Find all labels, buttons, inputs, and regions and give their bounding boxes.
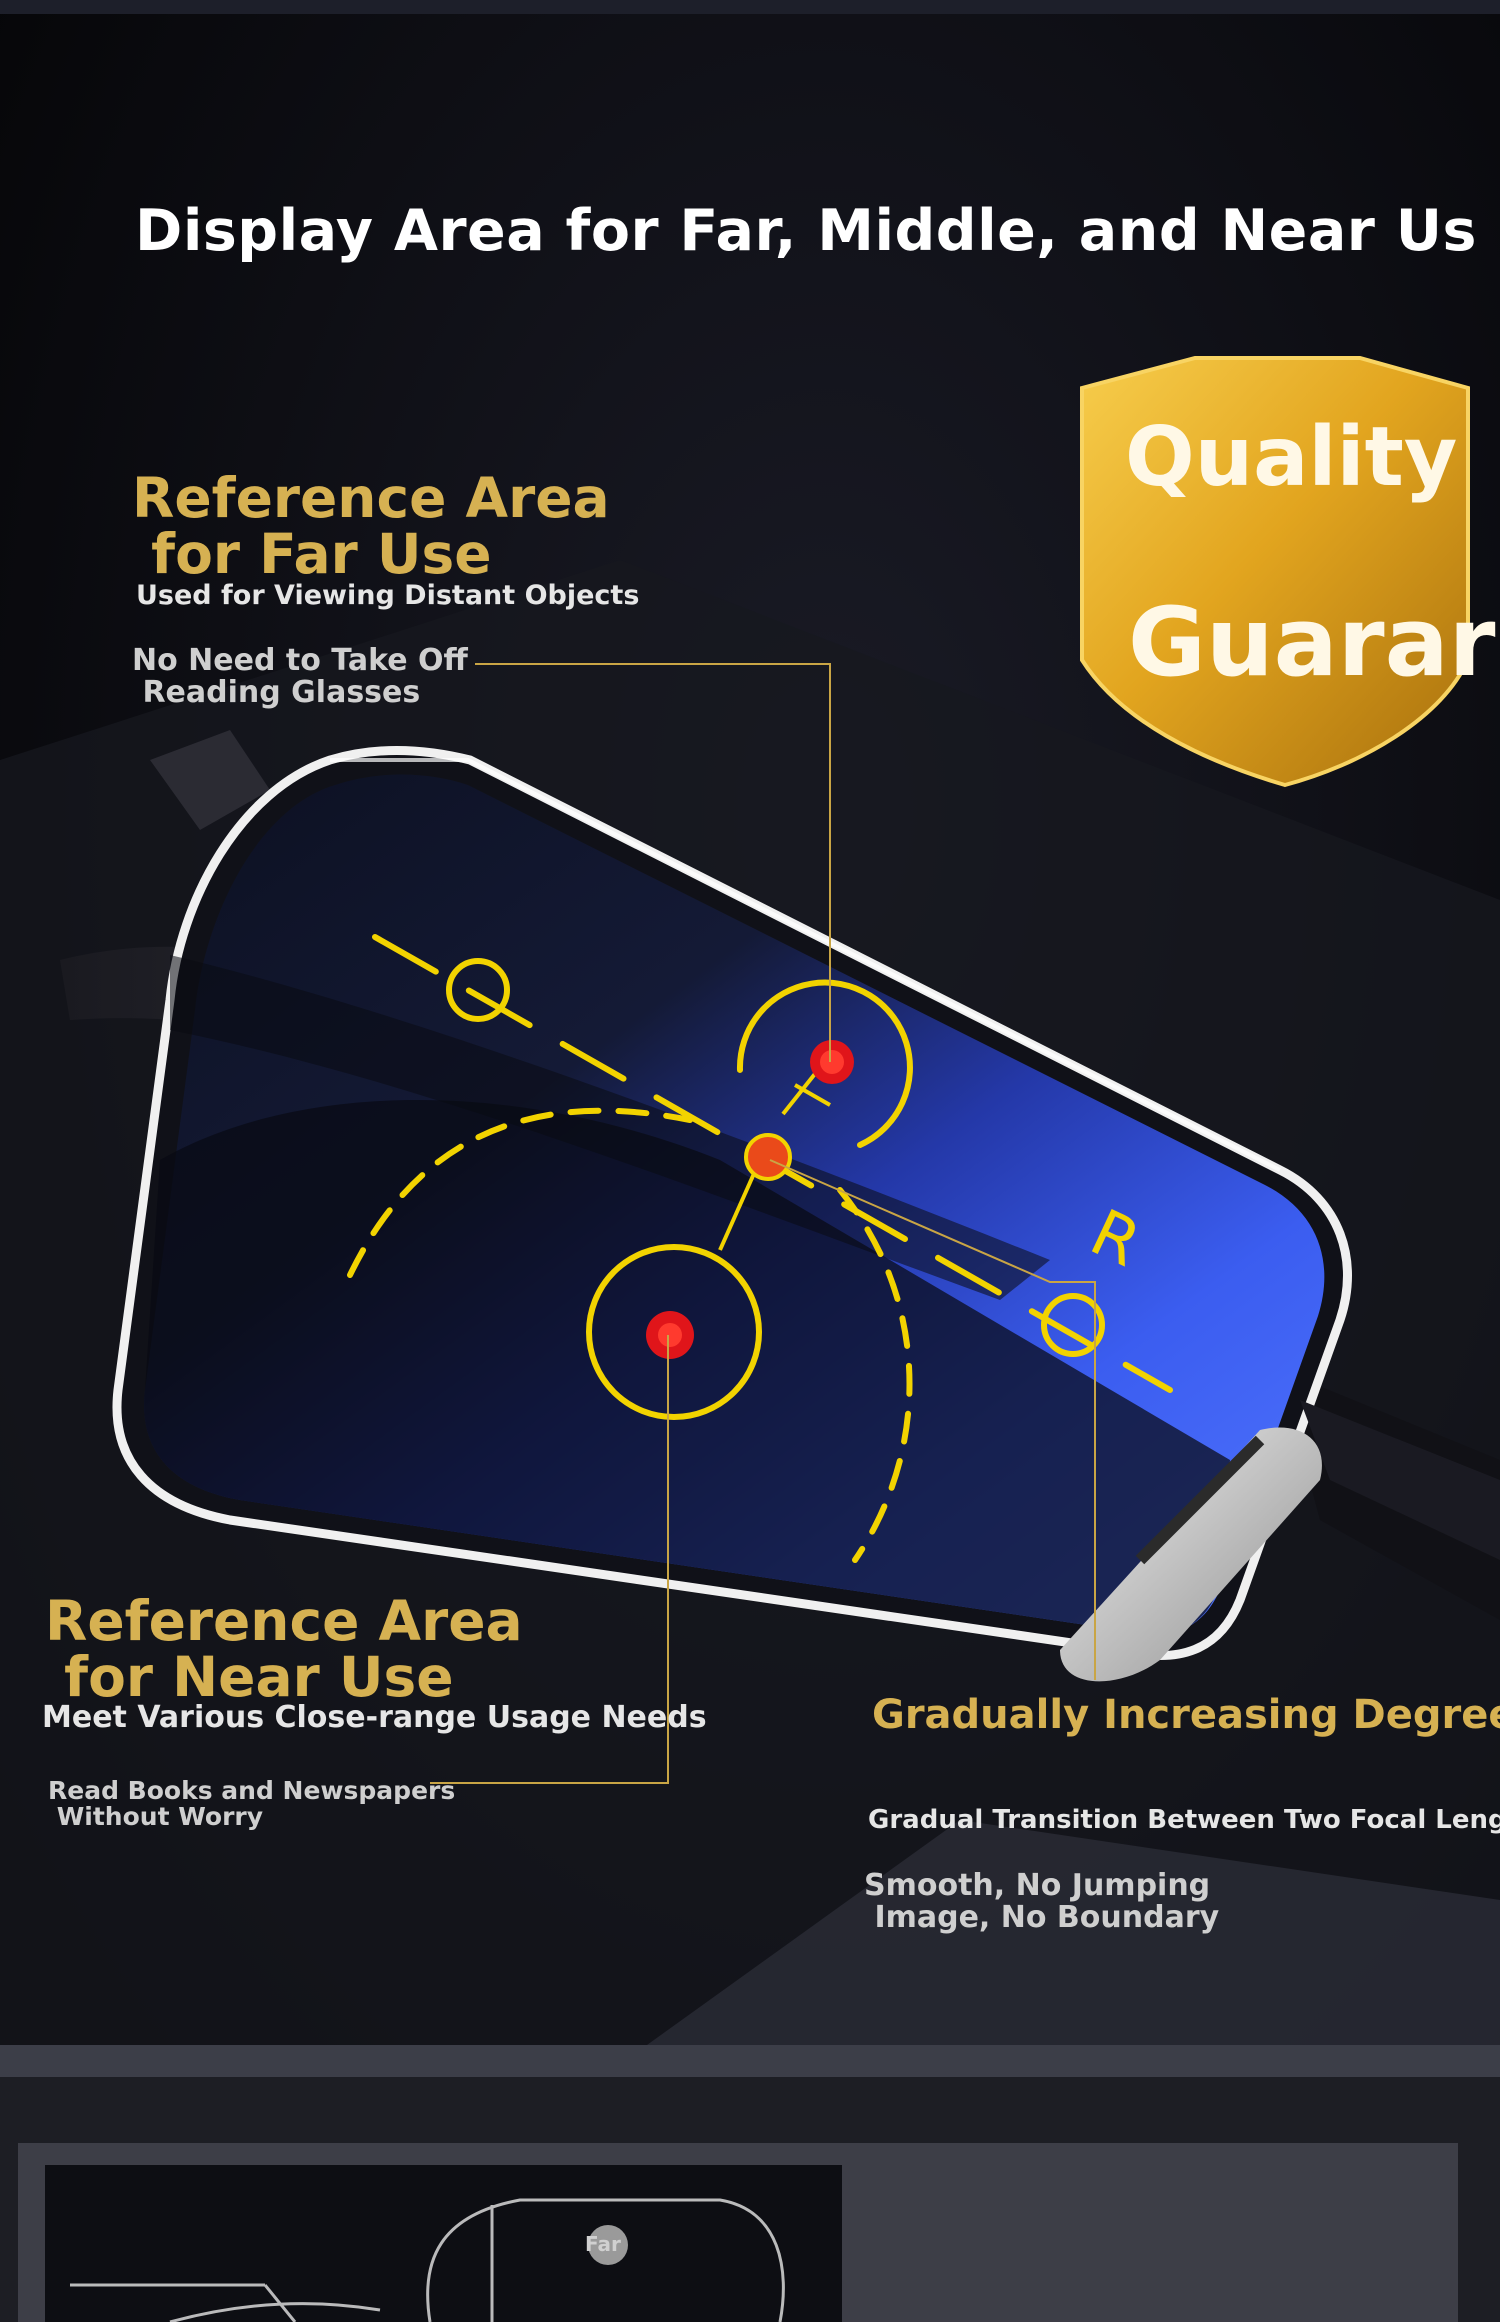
gradual-degree-subtitle: Gradual Transition Between Two Focal Len…	[868, 1805, 1500, 1835]
thumbnail-far-label: Far	[585, 2232, 621, 2256]
far-use-title: Reference Area for Far Use	[132, 466, 610, 586]
near-use-subtitle: Meet Various Close-range Usage Needs	[42, 1700, 707, 1735]
far-use-subtitle: Used for Viewing Distant Objects	[136, 580, 640, 611]
gradual-degree-note: Smooth, No Jumping Image, No Boundary	[864, 1868, 1220, 1935]
far-use-note: No Need to Take Off Reading Glasses	[132, 643, 468, 710]
page-title: Display Area for Far, Middle, and Near U…	[135, 198, 1477, 264]
gradual-degree-title: Gradually Increasing Degree	[872, 1692, 1500, 1738]
near-use-note: Read Books and Newspapers Without Worry	[48, 1776, 456, 1831]
near-use-title: Reference Area for Near Use	[45, 1589, 523, 1709]
badge-quality-text: Quality	[1125, 410, 1458, 505]
badge-guarantee-text: Guarar	[1128, 588, 1496, 698]
